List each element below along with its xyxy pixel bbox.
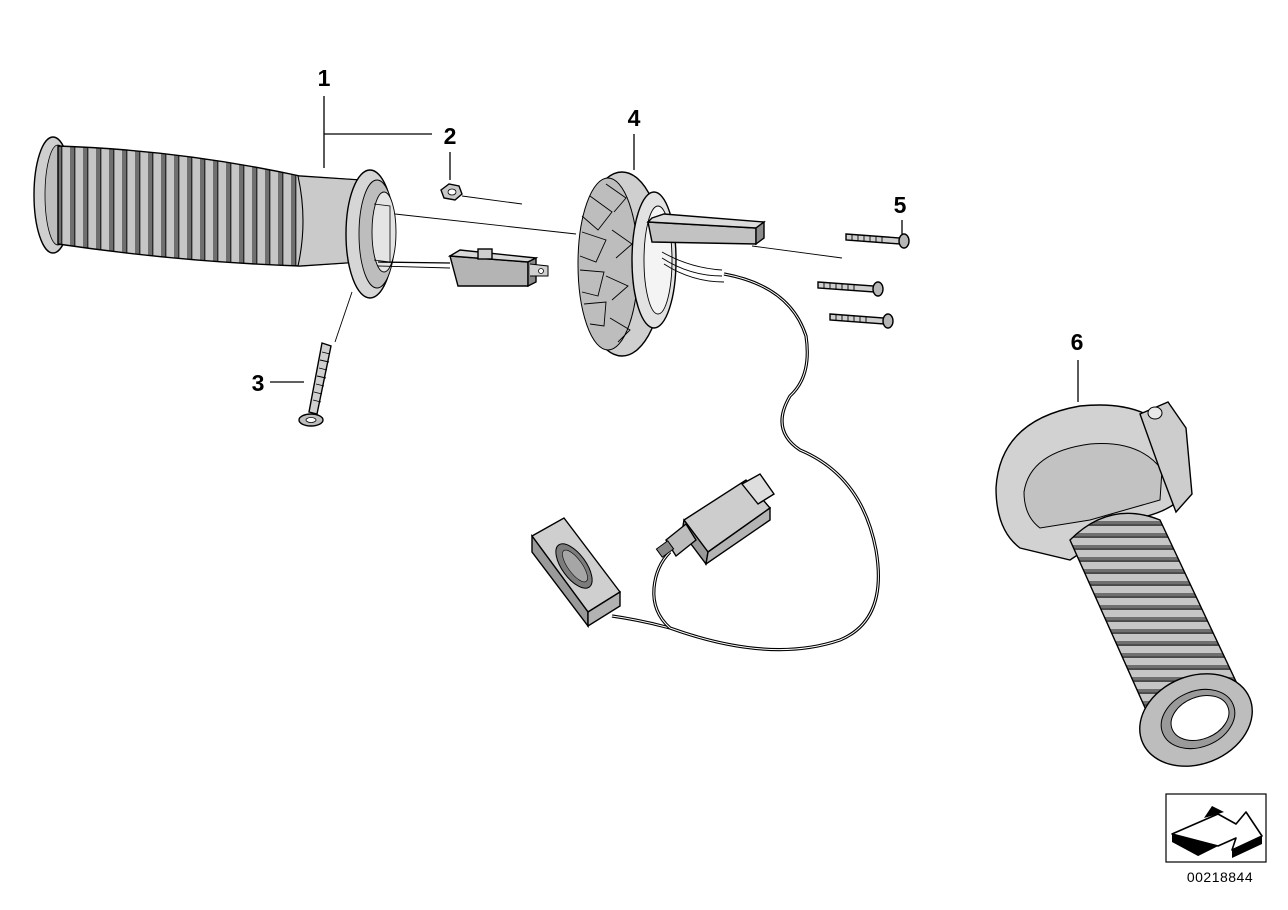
leader-lines [270, 96, 1079, 402]
callout-4: 4 [628, 105, 641, 131]
diagram-number: 00218844 [1186, 869, 1254, 885]
heater-ring-with-cable [577, 171, 880, 652]
hex-nut [440, 183, 463, 201]
short-screw-1 [845, 233, 910, 249]
grip-wire-connector [447, 248, 549, 288]
short-screw-3 [829, 313, 894, 329]
axis-line-nut [461, 195, 523, 205]
callout-6: 6 [1071, 329, 1084, 355]
cable-plug-connector [655, 473, 775, 566]
callout-2: 2 [444, 123, 457, 149]
axis-line-grip-ring [394, 213, 577, 235]
left-heated-grip [33, 136, 451, 299]
leader-line-3-axis [334, 291, 353, 343]
right-throttle-grip [995, 401, 1253, 767]
callout-3: 3 [252, 370, 265, 396]
axis-line-screw [751, 245, 843, 259]
arrow-3d-icon [1165, 793, 1267, 863]
three-short-screws [817, 233, 910, 329]
callout-1: 1 [318, 65, 331, 91]
callout-5: 5 [894, 192, 907, 218]
short-screw-2 [817, 281, 884, 297]
heater-switch-module [530, 517, 622, 629]
long-screw [298, 342, 332, 427]
